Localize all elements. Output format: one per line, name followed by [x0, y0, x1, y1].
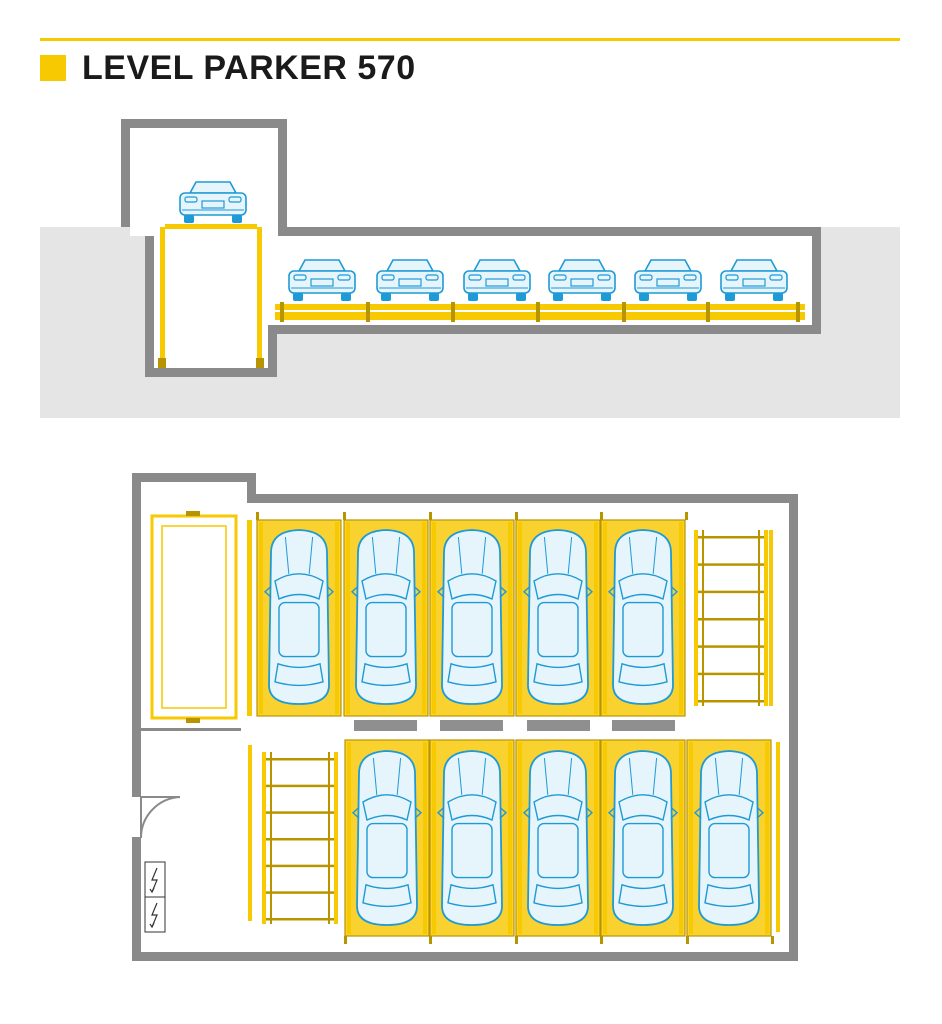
pallet-divider	[622, 302, 626, 322]
stopper	[612, 720, 675, 731]
plan-car-top-row	[607, 529, 679, 705]
stopper	[354, 720, 417, 731]
plan-car-bottom-row	[693, 750, 765, 926]
elevation-car	[376, 259, 444, 301]
title-marker-square	[40, 55, 66, 81]
rolling-grids	[248, 530, 780, 932]
lift-foot-left	[158, 358, 166, 368]
elevation-car	[463, 259, 531, 301]
pallet-divider	[796, 302, 800, 322]
plan-car-top-row	[522, 529, 594, 705]
pallet-divider	[706, 302, 710, 322]
door	[139, 796, 181, 839]
plan-car-top-row	[350, 529, 422, 705]
lift-foot-right	[256, 358, 264, 368]
plan-car-bottom-row	[351, 750, 423, 926]
rolling-grid	[694, 530, 768, 706]
plan-view	[128, 473, 798, 961]
elevation-car	[634, 259, 702, 301]
elevation-car	[720, 259, 788, 301]
pallet-divider	[366, 302, 370, 322]
plan-car-bottom-row	[436, 750, 508, 926]
pallet-divider	[536, 302, 540, 322]
elevator-platform	[150, 511, 252, 723]
electrical-panel-icon	[149, 902, 158, 929]
plan-car-bottom-row	[522, 750, 594, 926]
elevation-car	[548, 259, 616, 301]
pallet-divider	[451, 302, 455, 322]
header-rule	[40, 38, 900, 41]
elevation-cars	[179, 181, 800, 322]
rolling-grid	[262, 752, 338, 924]
page-title: LEVEL PARKER 570	[82, 49, 416, 87]
stopper	[527, 720, 590, 731]
elevation-view	[40, 119, 900, 418]
plan-car-top-row	[436, 529, 508, 705]
stopper	[440, 720, 503, 731]
plan-cars	[256, 512, 774, 944]
lift-platform	[165, 224, 257, 229]
electrical-panel-icon	[149, 867, 158, 894]
elevation-car	[288, 259, 356, 301]
shaft-opening-right	[262, 222, 278, 236]
shaft-car	[179, 181, 247, 223]
plan-car-top-row	[263, 529, 335, 705]
electrical-panels	[144, 861, 166, 933]
stoppers	[354, 720, 675, 731]
lift-enclosure-divider	[141, 728, 241, 731]
header: LEVEL PARKER 570	[40, 50, 416, 86]
plan-car-bottom-row	[607, 750, 679, 926]
shaft-opening-left	[130, 222, 160, 236]
lift-rail-left	[160, 227, 165, 367]
pallet-divider	[280, 302, 284, 322]
lift-rail-right	[257, 227, 262, 367]
